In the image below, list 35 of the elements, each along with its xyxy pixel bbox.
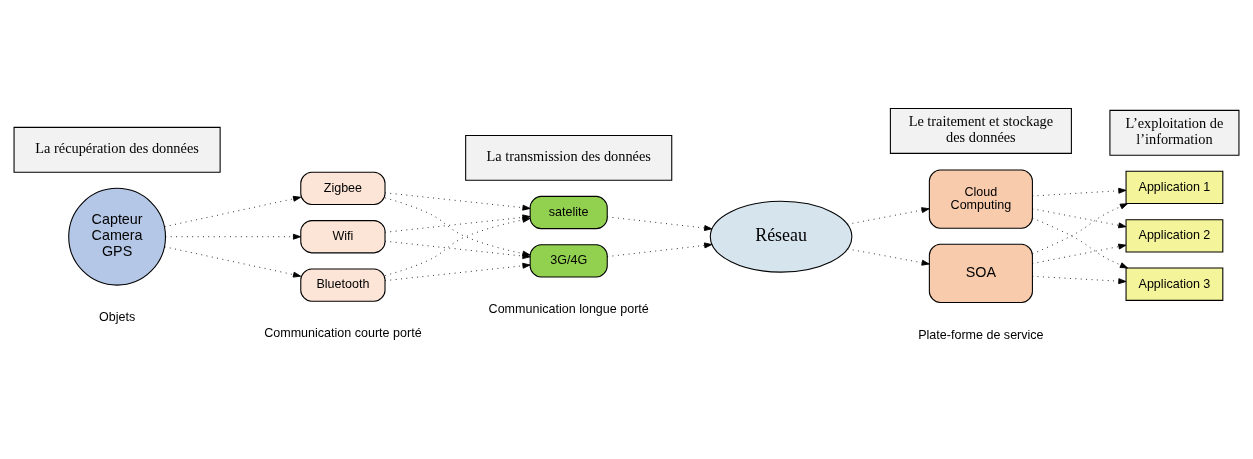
node-box: La récupération des données: [13, 126, 221, 173]
arrow: [384, 191, 531, 211]
arrow: [1032, 217, 1128, 268]
arrow: [1031, 187, 1127, 196]
arrow: [846, 206, 930, 225]
arrow: [384, 262, 531, 281]
arrow: [606, 241, 713, 257]
arrow: [165, 233, 302, 240]
arrow: [164, 195, 302, 227]
label: Communication courte porté: [264, 325, 422, 340]
node-circle: Capteur Camera GPS: [68, 187, 166, 286]
arrow: [1032, 202, 1128, 254]
node-box: Wifi: [300, 219, 386, 253]
node-box: Le traitement et stockage des données: [889, 107, 1072, 154]
arrow: [1031, 207, 1127, 228]
arrow: [164, 245, 302, 278]
node-box: Bluetooth: [300, 267, 386, 302]
arrow: [1031, 275, 1127, 284]
label: Objets: [98, 309, 136, 324]
node-box: Application 2: [1125, 218, 1224, 252]
label: Plate-forme de service: [918, 327, 1044, 342]
node-box: Cloud Computing: [928, 168, 1033, 229]
label: Communication longue porté: [488, 301, 649, 316]
node-box: L’exploitation de l’information: [1109, 109, 1240, 156]
node-box: SOA: [928, 243, 1033, 303]
node-box: satelite: [529, 195, 608, 229]
arrow: [606, 215, 713, 231]
arrow: [847, 247, 930, 266]
arrow: [1031, 243, 1127, 264]
node-box: Zigbee: [300, 171, 386, 205]
node-box: Application 1: [1125, 170, 1224, 204]
node-ellipse: Réseau: [709, 200, 853, 273]
node-box: Application 3: [1125, 267, 1224, 301]
node-box: La transmission des données: [465, 134, 673, 181]
node-box: 3G/4G: [529, 243, 608, 278]
